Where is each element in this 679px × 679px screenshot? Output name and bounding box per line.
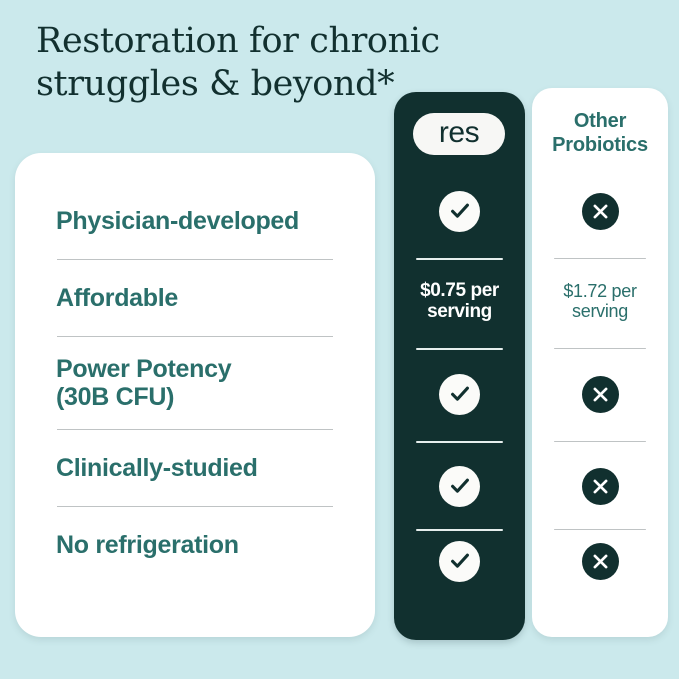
feature-row: Power Potency (30B CFU) [56, 337, 334, 429]
comparison-cell [532, 181, 668, 241]
res-brand-column: res $0.75 per serving [394, 92, 525, 640]
feature-label: Clinically-studied [56, 453, 258, 482]
column-divider [416, 258, 503, 260]
comparison-cell [394, 456, 525, 516]
cross-icon [581, 192, 619, 230]
feature-divider [57, 336, 333, 337]
feature-row: Physician-developed [56, 183, 334, 259]
res-logo-text: res [438, 115, 480, 149]
comparison-cell [532, 531, 668, 591]
cross-icon [581, 375, 619, 413]
price-per-serving: $0.75 per serving [420, 280, 499, 322]
feature-row: Clinically-studied [56, 430, 334, 506]
feature-divider [57, 429, 333, 430]
comparison-cell: $1.72 per serving [532, 272, 668, 332]
comparison-cell [394, 364, 525, 424]
feature-divider [57, 259, 333, 260]
comparison-cell [394, 531, 525, 591]
other-probiotics-column: Other Probiotics $1.72 per serving [532, 88, 668, 637]
feature-label: Physician-developed [56, 206, 299, 235]
feature-label: No refrigeration [56, 530, 239, 559]
comparison-cell: $0.75 per serving [394, 272, 525, 332]
column-divider [416, 348, 503, 350]
comparison-cell [532, 364, 668, 424]
column-divider [554, 258, 646, 259]
other-probiotics-label: Other Probiotics [552, 110, 648, 156]
column-divider [554, 441, 646, 442]
cross-icon [581, 467, 619, 505]
column-divider [554, 348, 646, 349]
check-icon [439, 465, 480, 507]
feature-row: No refrigeration [56, 507, 334, 583]
price-per-serving: $1.72 per serving [563, 281, 637, 321]
page-headline: Restoration for chronic struggles & beyo… [36, 21, 440, 104]
check-icon [439, 190, 480, 232]
check-icon [439, 373, 480, 415]
cross-icon [581, 542, 619, 580]
column-divider [416, 441, 503, 443]
feature-row: Affordable [56, 260, 334, 336]
res-logo-pill: res [413, 113, 505, 155]
feature-divider [57, 506, 333, 507]
comparison-cell [532, 456, 668, 516]
check-icon [439, 540, 480, 582]
comparison-cell [394, 181, 525, 241]
feature-label: Power Potency (30B CFU) [56, 354, 232, 412]
feature-label: Affordable [56, 283, 179, 312]
column-divider [416, 529, 503, 531]
column-divider [554, 529, 646, 530]
